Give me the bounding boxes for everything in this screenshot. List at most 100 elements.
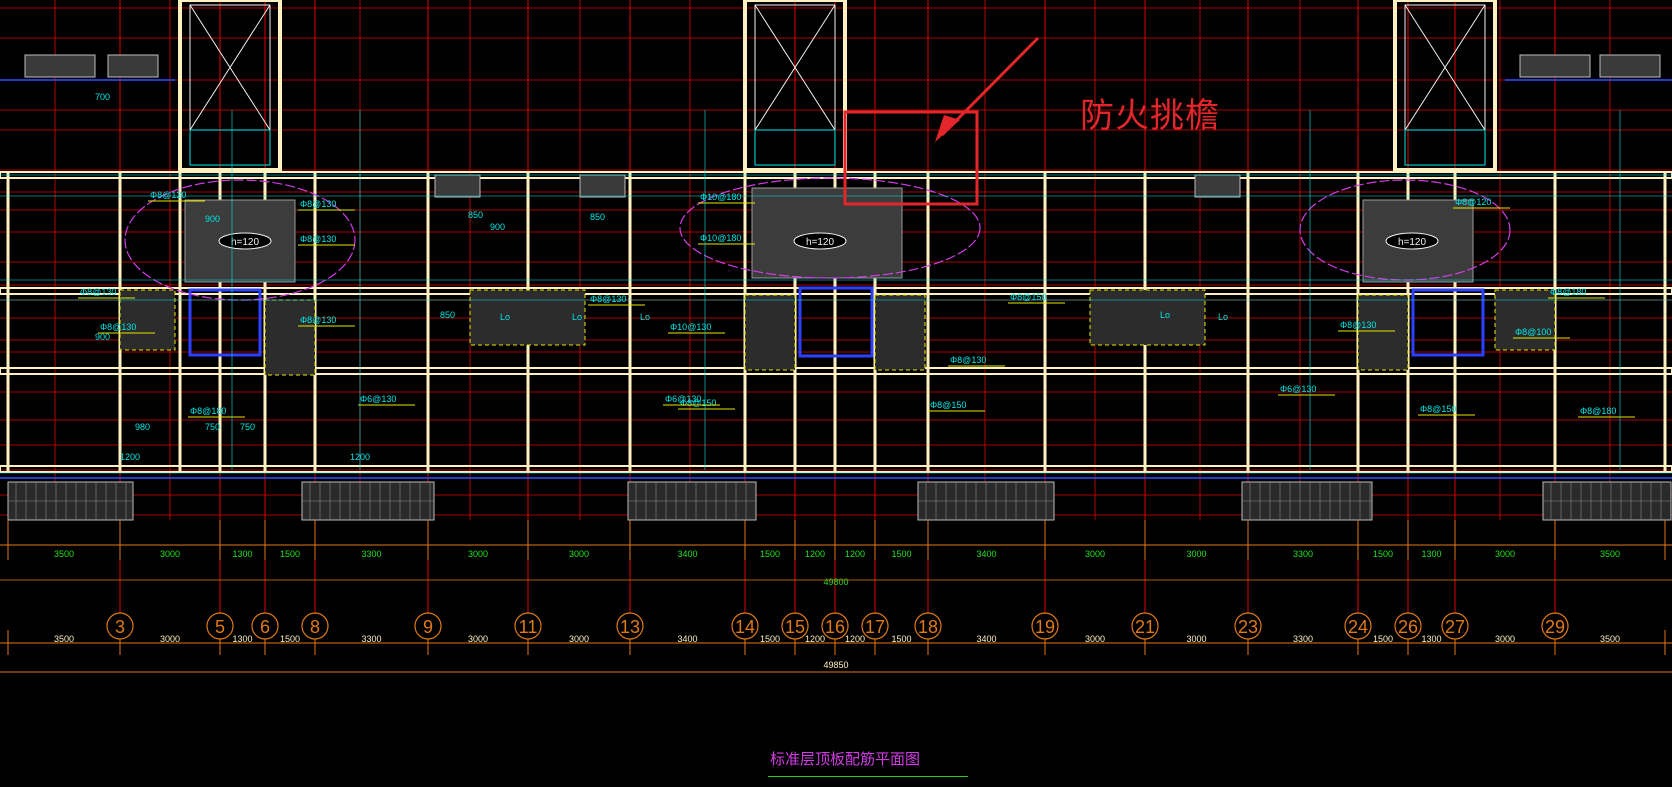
- rebar-label: Φ8@130: [950, 355, 986, 365]
- rebar-label: Φ8@150: [1420, 404, 1456, 414]
- axis-bubble: [616, 612, 644, 640]
- dim-row1-label: 1300: [232, 549, 252, 559]
- slab-thickness-oval: [793, 232, 847, 250]
- slab-thickness-label: h=120: [231, 237, 260, 248]
- revision-cloud: [679, 177, 981, 279]
- dim-row2-label: 3300: [1293, 634, 1313, 644]
- dim-row1-label: 3300: [1293, 549, 1313, 559]
- axis-bubble: [731, 612, 759, 640]
- axis-bubble: [301, 612, 329, 640]
- annotation-arrow-shaft: [940, 36, 1040, 137]
- stair-shaft: [469, 289, 586, 346]
- small-dim-label: 850: [440, 310, 455, 320]
- axis-bubble-label: 16: [825, 617, 845, 637]
- axis-bubble-label: 11: [519, 617, 538, 637]
- axis-bubble: [414, 612, 442, 640]
- dim-row2-label: 3000: [569, 634, 589, 644]
- rebar-label: Φ10@130: [670, 322, 711, 332]
- stair-shaft: [744, 294, 796, 371]
- dim-row2-label: 1500: [1373, 634, 1393, 644]
- dim-row2-label: 1300: [1421, 634, 1441, 644]
- small-dim-label: 980: [135, 422, 150, 432]
- rebar-label: Φ8@150: [680, 398, 716, 408]
- dim-row2-label: 3300: [361, 634, 381, 644]
- dim-row1-label: 1200: [845, 549, 865, 559]
- dim-row2-label: 3000: [468, 634, 488, 644]
- axis-bubble-label: 14: [735, 617, 755, 637]
- shaft-lower: [754, 129, 836, 166]
- stair-shaft: [1089, 289, 1206, 346]
- rebar-label: Φ6@130: [1280, 384, 1316, 394]
- axis-bubble-label: 21: [1135, 617, 1155, 637]
- rebar-label: Φ8@130: [100, 322, 136, 332]
- rebar-label: Φ8@130: [300, 315, 336, 325]
- dim-row1-label: 1500: [760, 549, 780, 559]
- axis-bubble: [1344, 612, 1372, 640]
- rebar-label: Φ8@130: [1340, 320, 1376, 330]
- axis-bubble: [206, 612, 234, 640]
- axis-bubble-label: 5: [215, 617, 225, 637]
- axis-bubble: [1234, 612, 1262, 640]
- axis-bubble: [1541, 612, 1569, 640]
- axis-bubble: [1031, 612, 1059, 640]
- rebar-label: Φ8@100: [1515, 327, 1551, 337]
- axis-bubble-label: 23: [1238, 617, 1258, 637]
- dim-row2-label: 1500: [280, 634, 300, 644]
- dim-row1-label: 3400: [976, 549, 996, 559]
- dim-row1-label: 3000: [1085, 549, 1105, 559]
- shaft-wall: [1393, 0, 1497, 172]
- slab-thickness-label: h=120: [1398, 237, 1427, 248]
- dim-row1-label: 3000: [1186, 549, 1206, 559]
- stair-shaft: [1494, 289, 1556, 351]
- rebar-label: Φ8@180: [1550, 287, 1586, 297]
- axis-bubble-label: 3: [115, 617, 125, 637]
- rebar-label: Φ8@130: [590, 294, 626, 304]
- drawing-title: 标准层顶板配筋平面图: [770, 750, 921, 768]
- dim-row2-label: 3500: [54, 634, 74, 644]
- dim-row2-label: 3500: [1600, 634, 1620, 644]
- rebar-label: Φ8@180: [1580, 406, 1616, 416]
- axis-bubble-label: 15: [785, 617, 805, 637]
- small-dim-label: Lo: [572, 312, 582, 322]
- rebar-label: Φ8@180: [190, 406, 226, 416]
- axis-bubble-label: 9: [423, 617, 433, 637]
- dim-row1-label: 3000: [569, 549, 589, 559]
- dim-row1-label: 3400: [677, 549, 697, 559]
- dim-row2-label: 3400: [976, 634, 996, 644]
- small-dim-label: Lo: [640, 312, 650, 322]
- dim-row2-label: 1200: [845, 634, 865, 644]
- dim-row2-label: 3000: [1186, 634, 1206, 644]
- balcony-top-hatch: [107, 54, 159, 78]
- small-dim-label: 750: [240, 422, 255, 432]
- rebar-label: Φ6@130: [665, 394, 701, 404]
- rebar-label: Φ8@150: [930, 400, 966, 410]
- axis-bubble-label: 27: [1445, 617, 1465, 637]
- dim-row1-label: 3300: [361, 549, 381, 559]
- revision-cloud: [124, 179, 356, 301]
- dim-row1-label: 3500: [1600, 549, 1620, 559]
- slab-thickness-label: h=120: [806, 237, 835, 248]
- elevator-pit: [188, 288, 262, 357]
- dim-row2-label: 3000: [1495, 634, 1515, 644]
- stair-shaft: [264, 299, 316, 376]
- rebar-label: Φ10@180: [700, 233, 741, 243]
- balcony-top-hatch: [1194, 174, 1241, 198]
- shaft-cross: [1404, 4, 1486, 131]
- rebar-label: Φ8@150: [1010, 292, 1046, 302]
- slab-thickness-oval: [1385, 232, 1439, 250]
- drawing-title-underline: [768, 776, 968, 777]
- balcony-top-hatch: [1519, 54, 1591, 78]
- axis-bubble-label: 6: [260, 617, 270, 637]
- dim-row2-label: 1500: [760, 634, 780, 644]
- shaft-lower: [189, 129, 271, 166]
- shaft-lower: [1404, 129, 1486, 166]
- axis-bubble: [1131, 612, 1159, 640]
- dim-row2-label: 1500: [891, 634, 911, 644]
- elevator-pit: [798, 286, 874, 358]
- rebar-label: Φ8@120: [1455, 197, 1491, 207]
- axis-bubble: [821, 612, 849, 640]
- rebar-label: Φ8@120: [150, 190, 186, 200]
- dim-total-2-label: 49850: [823, 660, 848, 670]
